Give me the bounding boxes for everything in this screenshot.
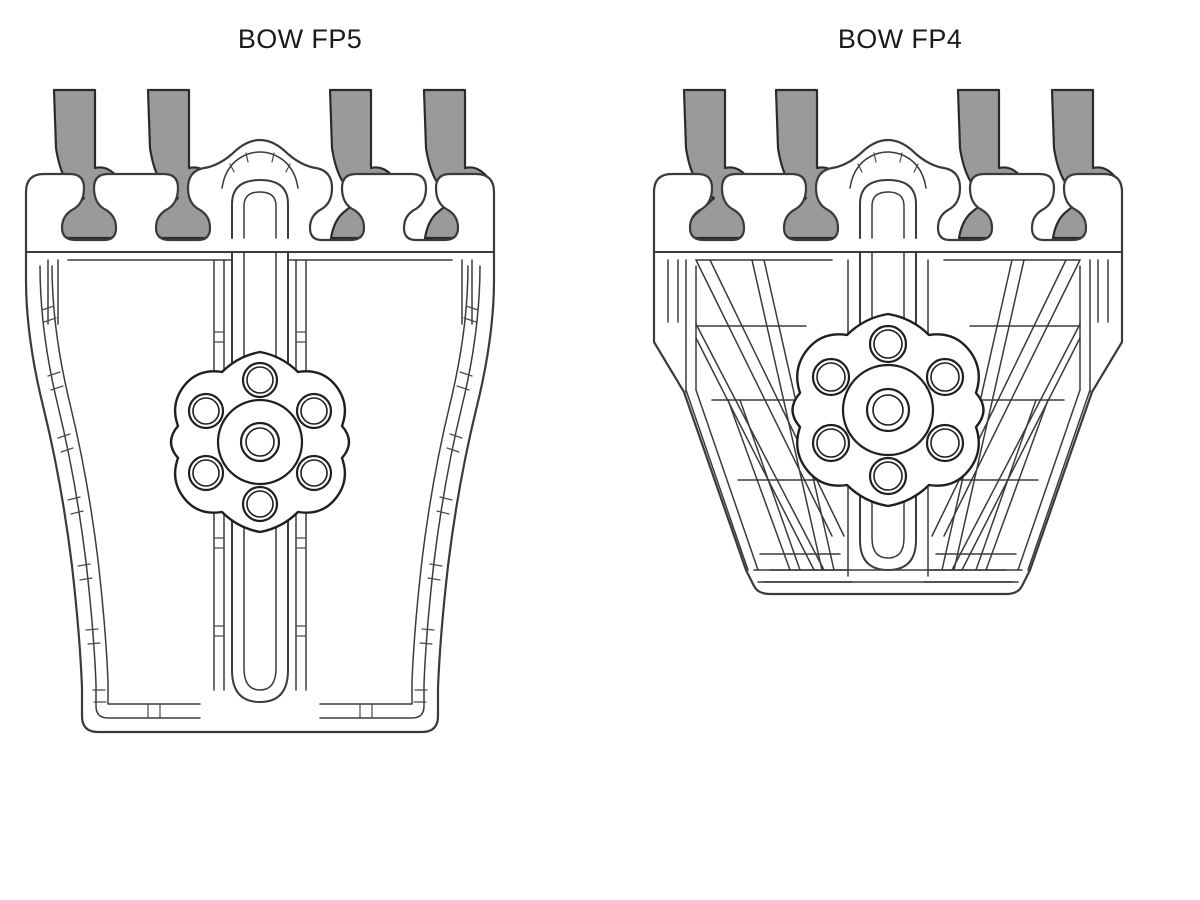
figure-bow-fp4: BOW FP4 [600, 0, 1200, 900]
fp5-keystone-arch [221, 151, 299, 239]
fp4-drawing [652, 88, 1124, 596]
fp5-left-side-rail [39, 265, 201, 719]
figure-title-fp5: BOW FP5 [237, 24, 363, 54]
fp4-upper-rail [653, 251, 1123, 323]
fp4-keystone-arch [849, 151, 927, 239]
fp4-hub-assembly [791, 312, 985, 508]
figure-bow-fp5: BOW FP5 [24, 24, 496, 734]
fp4-base-bands [753, 563, 1023, 583]
fp4-hub-center-bore [872, 394, 904, 426]
fp5-hub-center-bore [245, 427, 275, 457]
fp4-hub-bolt-holes [811, 324, 965, 496]
fp5-hub-bolt-holes [187, 361, 333, 523]
fp5-right-side-rail [319, 265, 481, 719]
fp5-hub-assembly [169, 350, 351, 534]
figure-title-fp4: BOW FP4 [837, 24, 963, 54]
fp5-drawing [24, 88, 496, 734]
